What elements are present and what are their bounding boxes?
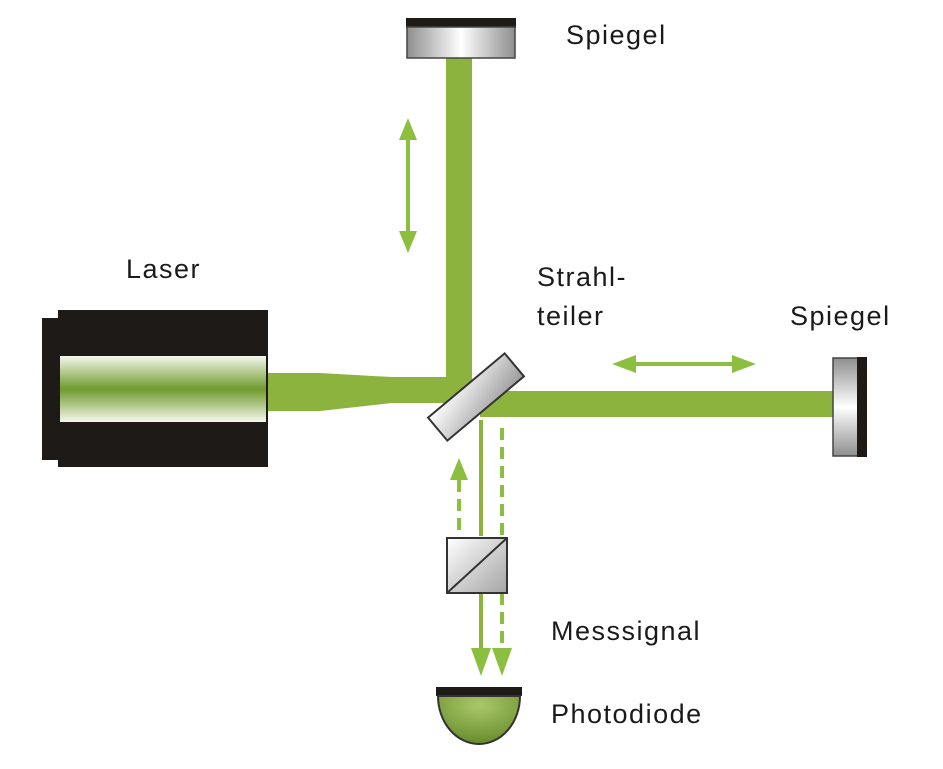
beam-splitter <box>426 351 526 443</box>
movement-arrow-vertical <box>399 118 417 253</box>
label-measurement-signal: Messsignal <box>551 616 701 646</box>
laser-device <box>42 310 268 467</box>
laser-back-plate <box>42 318 62 460</box>
beam-vertical-to-top-mirror <box>446 58 472 398</box>
movement-arrow-horizontal <box>612 355 756 373</box>
laser-core <box>60 356 266 422</box>
beam-horizontal-to-right-mirror <box>480 391 835 417</box>
mirror-right-glass <box>832 357 859 457</box>
mirror-top <box>406 18 516 59</box>
output-arrowhead-dashed <box>492 648 512 676</box>
label-laser: Laser <box>126 254 201 284</box>
laser-beams <box>268 58 835 648</box>
mirror-right-backing <box>857 357 867 457</box>
beam-horizontal-laser-input <box>268 373 458 411</box>
mirror-top-backing <box>406 18 516 28</box>
output-arrowhead-solid <box>471 648 491 676</box>
label-photodiode: Photodiode <box>551 699 703 729</box>
mirror-top-glass <box>406 26 516 59</box>
label-mirror-right: Spiegel <box>790 301 891 331</box>
label-beam-splitter-line2: teiler <box>537 301 605 331</box>
label-mirror-top: Spiegel <box>566 20 667 50</box>
return-arrowhead <box>450 458 468 480</box>
mirror-right <box>832 357 867 457</box>
label-beam-splitter-line1: Strahl- <box>537 262 627 292</box>
measurement-cube <box>446 537 508 594</box>
photodiode <box>436 687 522 745</box>
